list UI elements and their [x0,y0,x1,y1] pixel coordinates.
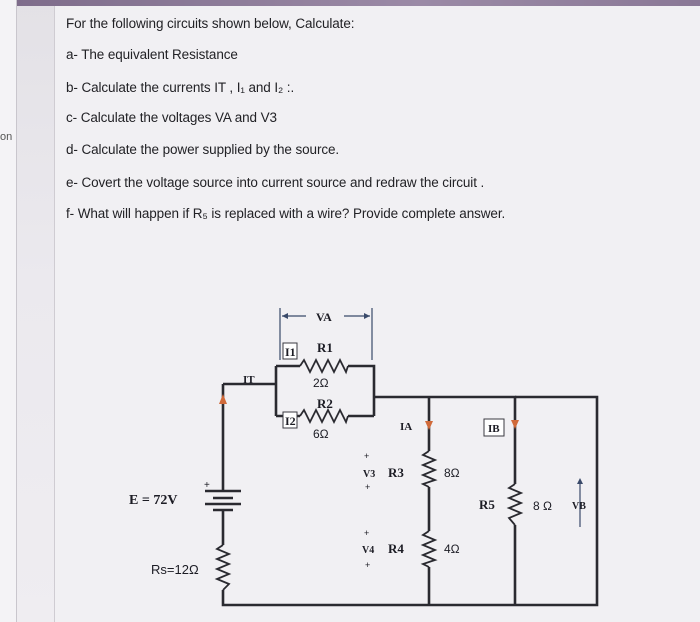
ib-box [483,418,505,437]
wire-left-lower [221,395,599,607]
r3-label: R3 [388,465,404,480]
r2-value: 6Ω [313,427,329,441]
v4-minus: + [365,560,370,570]
r1-value: 2Ω [313,376,329,390]
ib-label: IB [488,423,500,435]
resistor-r4 [420,530,438,568]
question-d: d- Calculate the power supplied by the s… [66,142,340,157]
ia-label: IA [400,421,412,433]
resistor-r1 [299,357,349,375]
va-label: VA [316,310,332,324]
battery-symbol: + [204,480,241,512]
resistor-r3 [420,450,438,488]
svg-text:+: + [204,480,210,491]
question-e: e- Covert the voltage source into curren… [66,175,485,190]
r3-value: 8Ω [444,466,460,480]
r1-label: R1 [317,340,333,355]
question-b: b- Calculate the currents IT , I₁ and I₂… [66,80,295,95]
it-label: IT [243,374,255,386]
it-arrow [219,394,227,404]
resistor-rs [214,544,232,591]
side-panel-label: on [0,131,13,143]
question-a: a- The equivalent Resistance [66,47,238,62]
r4-label: R4 [388,541,404,556]
resistor-r5 [506,483,524,526]
question-f: f- What will happen if R₅ is replaced wi… [66,206,506,221]
i2-label: I2 [285,414,296,428]
rs-label: Rs=12Ω [151,562,199,577]
v3-minus: + [365,482,370,492]
i1-box [282,342,298,360]
r2-label: R2 [317,396,333,411]
source-label: E = 72V [129,493,177,508]
resistor-r2 [299,407,349,425]
ib-arrow [511,420,519,429]
screen-bezel [0,0,700,6]
vb-measurement [577,478,583,527]
va-measurement: VA [279,308,373,360]
vb-label: VB [572,501,586,512]
ia-arrow [425,421,433,430]
r4-value: 4Ω [444,542,460,556]
r5-label: R5 [479,497,495,512]
v4-plus: + [364,528,369,538]
v4-label: V4 [362,545,374,556]
wire-top-right [429,395,517,484]
wire-r1-right [348,364,376,416]
v3-label: V3 [363,469,375,480]
question-intro: For the following circuits shown below, … [66,16,355,31]
question-c: c- Calculate the voltages VA and V3 [66,110,277,125]
i2-box [282,411,298,429]
i1-label: I1 [285,345,296,359]
v3-plus: + [364,451,369,461]
document-page [54,6,700,622]
r5-value: 8 Ω [533,499,552,513]
side-panel: on [0,0,17,622]
